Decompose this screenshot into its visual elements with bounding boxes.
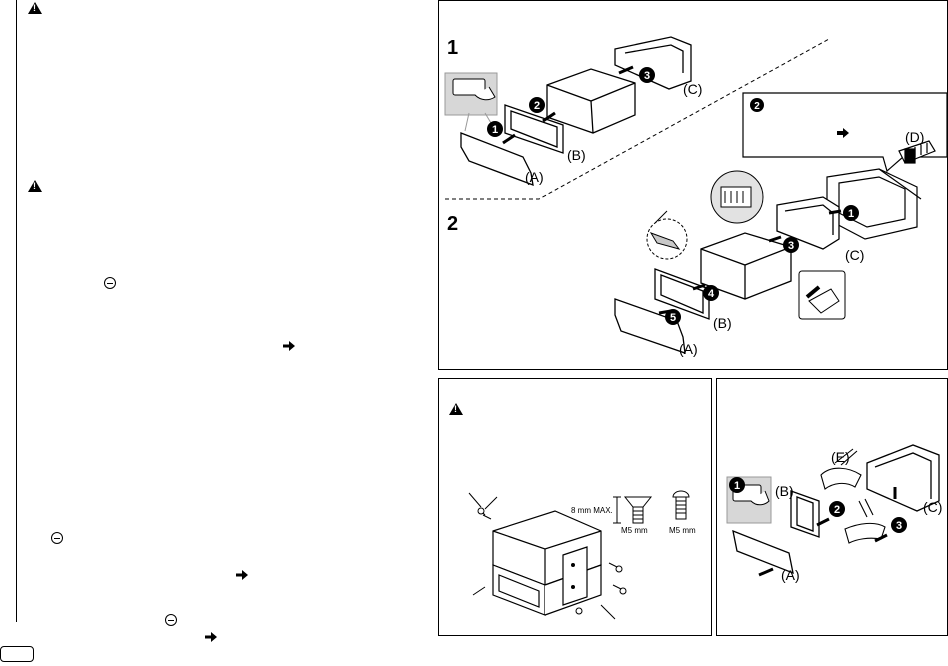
step-number-1: 1 [447,37,459,59]
arrow-right-icon [236,570,248,580]
number-badge-icon: 2 [529,97,545,113]
number-badge-icon: 3 [639,67,655,83]
svg-text:1: 1 [492,124,498,136]
label-e: (E) [831,449,850,465]
warning-icon [449,403,463,415]
svg-text:4: 4 [708,288,715,300]
unit-box-1 [546,68,636,134]
arrow-right-icon [205,632,217,642]
left-margin-rule [16,0,17,622]
install-diagram-panel: 1 2 3 2 [438,0,948,370]
screw-size-label: M5 mm [669,526,696,535]
svg-text:2: 2 [534,100,540,112]
unit-box-2 [700,232,792,300]
trim-plate-b-2 [654,268,710,320]
minus-circle-icon [104,277,116,289]
svg-text:1: 1 [848,208,854,220]
number-badge-icon: 3 [891,517,907,533]
number-badge-icon: 3 [783,237,799,253]
label-b: (B) [713,315,732,331]
svg-text:3: 3 [896,520,902,532]
wrench-d [898,140,936,164]
minus-circle-icon [165,614,177,626]
svg-text:5: 5 [670,312,676,324]
label-a: (A) [679,341,698,357]
arrow-right-icon [283,341,295,351]
install-diagram: 1 2 3 2 [444,36,947,354]
number-badge-icon: 2 [829,501,845,517]
number-badge-icon: 5 [665,309,681,325]
label-a: (A) [781,567,800,583]
faceplate-a-1 [460,132,534,187]
warning-icon [28,180,42,192]
label-c: (C) [683,81,703,97]
number-badge-icon: 1 [843,205,859,221]
sleeve-c-2 [776,196,840,250]
label-b: (B) [775,483,794,499]
arrow-right-icon [837,128,849,138]
label-d: (D) [905,129,925,145]
svg-text:3: 3 [644,70,650,82]
warning-icon [28,2,42,14]
removal-diagram: 1 2 3 [726,444,940,577]
svg-text:2: 2 [754,101,760,112]
removal-diagram-panel: 1 2 3 (E) (B) (A) (C) [716,378,948,636]
faceplate-a-2 [614,298,686,354]
page-badge [0,646,34,662]
label-c: (C) [923,499,943,515]
svg-text:1: 1 [734,480,740,492]
screw-size-label: M5 mm [621,526,648,535]
svg-text:3: 3 [788,240,794,252]
label-a: (A) [525,169,544,185]
step-number-2: 2 [447,213,459,235]
dashboard-2 [826,168,922,240]
number-badge-icon: 1 [729,477,745,493]
screw-diagram [468,490,690,620]
minus-circle-icon [51,532,63,544]
label-b: (B) [567,147,586,163]
screw-diagram-panel: 8 mm MAX. M5 mm M5 mm [438,378,712,636]
svg-text:2: 2 [834,504,840,516]
sleeve-c-1 [614,36,692,90]
number-badge-icon: 2 [750,98,764,112]
number-badge-icon: 4 [703,285,719,301]
trim-plate-b-1 [504,104,564,154]
label-c: (C) [845,247,865,263]
number-badge-icon: 1 [487,121,503,137]
max-length-label: 8 mm MAX. [571,506,613,515]
